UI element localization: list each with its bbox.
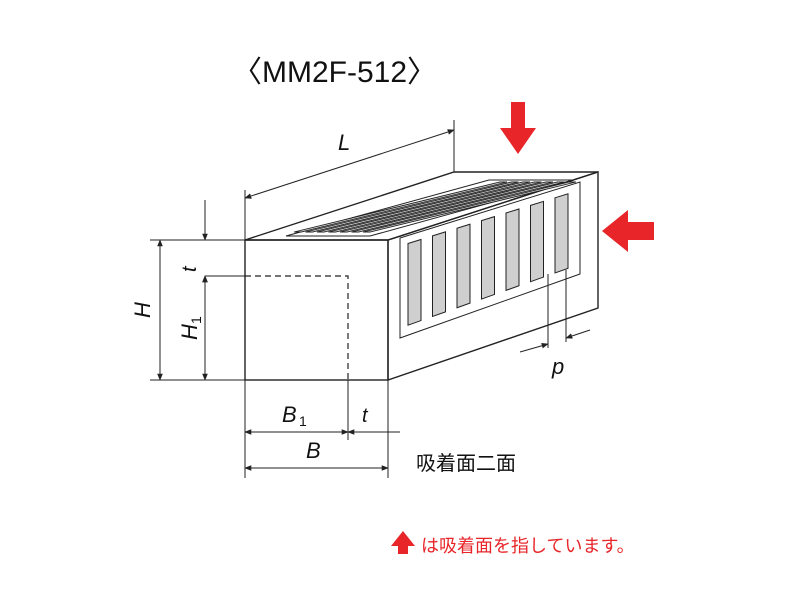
side-slot bbox=[530, 200, 544, 283]
b1-label: B bbox=[282, 402, 297, 427]
diagram-title: 〈MM2F-512〉 bbox=[232, 56, 437, 89]
p-label: p bbox=[551, 354, 564, 379]
h-label: H bbox=[130, 302, 155, 318]
block-front-face bbox=[244, 239, 389, 381]
h1-label: H bbox=[177, 324, 202, 340]
t-vertical-label: t bbox=[179, 265, 201, 272]
p-dimension-line-right bbox=[565, 329, 591, 339]
red-arrow-left-icon bbox=[602, 210, 654, 252]
side-slot-frame bbox=[399, 181, 581, 339]
side-slot bbox=[432, 231, 446, 318]
side-slot-group bbox=[407, 193, 569, 326]
hidden-inner-line bbox=[245, 275, 349, 380]
l-dimension-line bbox=[244, 129, 455, 199]
top-slot bbox=[328, 181, 542, 233]
red-arrow-down-icon bbox=[500, 102, 536, 154]
legend-red-arrow-up-icon bbox=[391, 531, 415, 554]
t-horizontal-label: t bbox=[362, 405, 369, 427]
h1-subscript: 1 bbox=[188, 316, 204, 324]
side-slot bbox=[456, 223, 471, 309]
b-label: B bbox=[306, 438, 321, 463]
top-slot bbox=[339, 181, 554, 233]
top-slot bbox=[351, 181, 565, 233]
side-slot bbox=[407, 238, 422, 326]
p-dimension-line-left bbox=[519, 343, 549, 353]
side-slot bbox=[554, 193, 569, 274]
top-slot bbox=[362, 181, 577, 233]
b1-subscript: 1 bbox=[299, 413, 307, 429]
l-label: L bbox=[338, 130, 350, 155]
legend-text: は吸着面を指しています。 bbox=[421, 536, 635, 557]
side-slot bbox=[481, 215, 495, 300]
top-slot-group bbox=[293, 181, 577, 233]
surface-note: 吸着面二面 bbox=[416, 451, 516, 475]
side-slot bbox=[505, 208, 520, 292]
